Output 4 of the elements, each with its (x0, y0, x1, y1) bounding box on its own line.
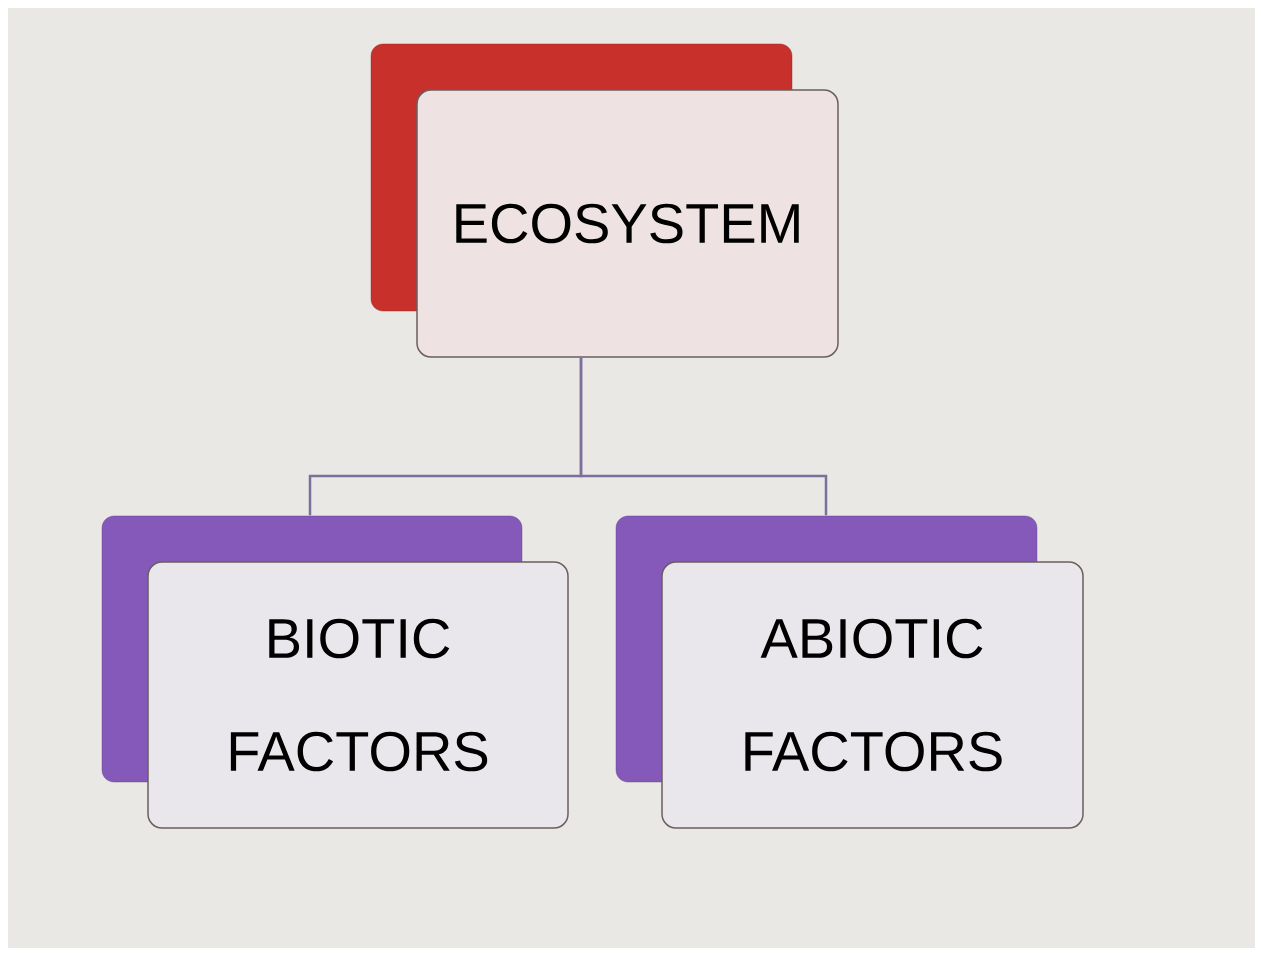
process-box: BIOTIC FACTORS (101, 515, 569, 829)
process-box: ECOSYSTEM (370, 43, 839, 358)
connector-line (579, 357, 828, 516)
process-box: ABIOTIC FACTORS (615, 515, 1084, 829)
